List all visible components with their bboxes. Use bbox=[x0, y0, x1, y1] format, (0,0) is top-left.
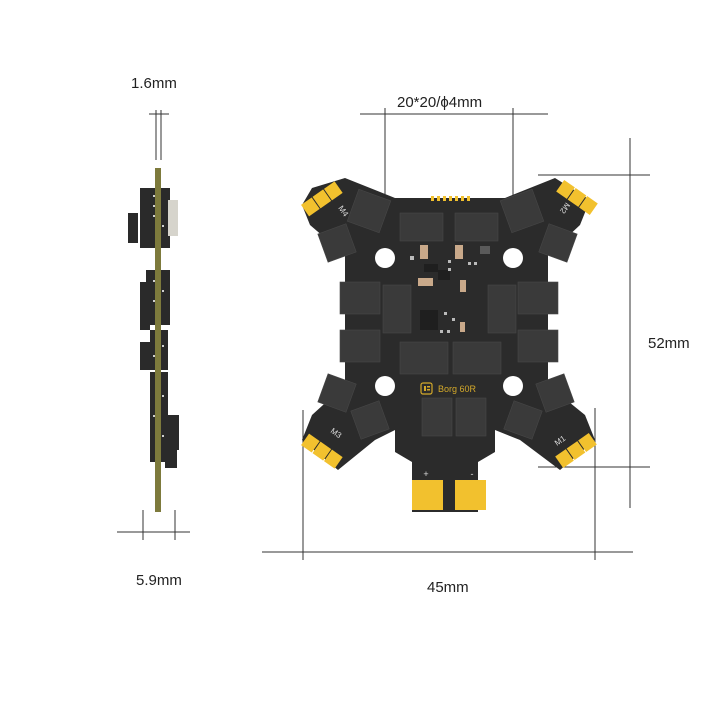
length-label: 52mm bbox=[648, 335, 690, 352]
brand-label: Borg 60R bbox=[438, 384, 477, 394]
motor-pads-m1 bbox=[555, 433, 597, 469]
thickness-label: 1.6mm bbox=[131, 75, 177, 92]
mounting-pattern-label: 20*20/ϕ4mm bbox=[397, 94, 483, 111]
motor-pads-m2 bbox=[556, 179, 598, 215]
brand-logo-icon bbox=[420, 382, 433, 395]
negative-label: - bbox=[471, 469, 474, 479]
board-top-view: M4 M2 M3 M1 bbox=[301, 178, 598, 512]
motor-pads-m3 bbox=[301, 433, 343, 469]
positive-label: + bbox=[423, 469, 428, 479]
side-height-label: 5.9mm bbox=[136, 572, 182, 589]
power-pad-positive bbox=[412, 480, 443, 510]
dimension-lines bbox=[117, 108, 650, 560]
motor-pads-m4 bbox=[301, 181, 343, 217]
width-label: 45mm bbox=[427, 579, 469, 596]
side-view bbox=[128, 168, 179, 512]
power-pad-negative bbox=[455, 480, 486, 510]
